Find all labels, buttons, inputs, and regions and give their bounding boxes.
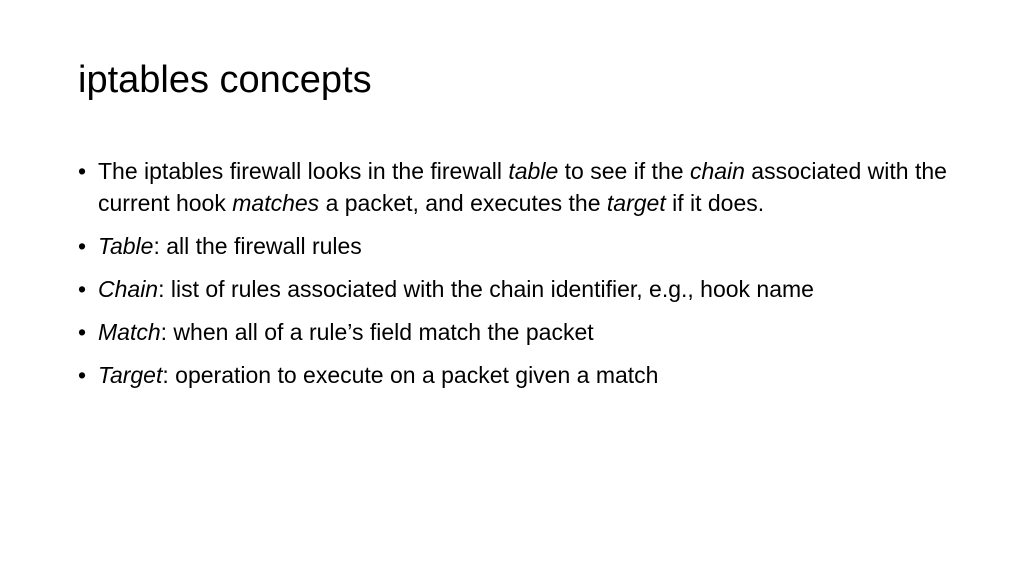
bullet-term: Target [98,362,163,388]
bullet-text: associated with the current hook [98,158,947,216]
bullet-dot-icon: • [78,362,87,388]
bullet-list: • The iptables firewall looks in the fire… [78,155,958,402]
bullet-text: : when all of a rule’s field match the p… [160,319,594,345]
bullet-dot-icon: • [78,158,87,184]
bullet-item: • Target: operation to execute on a packe… [78,359,958,391]
bullet-text: : all the firewall rules [153,233,362,259]
bullet-text: : operation to execute on a packet given… [162,362,659,388]
bullet-text: if it does. [665,190,765,216]
bullet-text: The iptables firewall looks in the firew… [98,158,509,184]
bullet-term: matches [232,190,320,216]
bullet-item: • Chain: list of rules associated with th… [78,273,958,305]
bullet-term: Match [98,319,161,345]
slide-title: iptables concepts [78,59,372,101]
bullet-text: : list of rules associated with the chai… [158,276,814,302]
bullet-term: chain [689,158,745,184]
bullet-dot-icon: • [78,319,87,345]
bullet-text: to see if the [558,158,690,184]
bullet-term: target [606,190,666,216]
bullet-dot-icon: • [78,233,87,259]
bullet-term: table [508,158,559,184]
bullet-item: • Table: all the firewall rules [78,230,958,262]
bullet-item: • The iptables firewall looks in the fire… [78,155,958,219]
bullet-term: Chain [98,276,159,302]
bullet-text: a packet, and executes the [319,190,607,216]
bullet-dot-icon: • [78,276,87,302]
bullet-item: • Match: when all of a rule’s field match… [78,316,958,348]
bullet-term: Table [98,233,154,259]
